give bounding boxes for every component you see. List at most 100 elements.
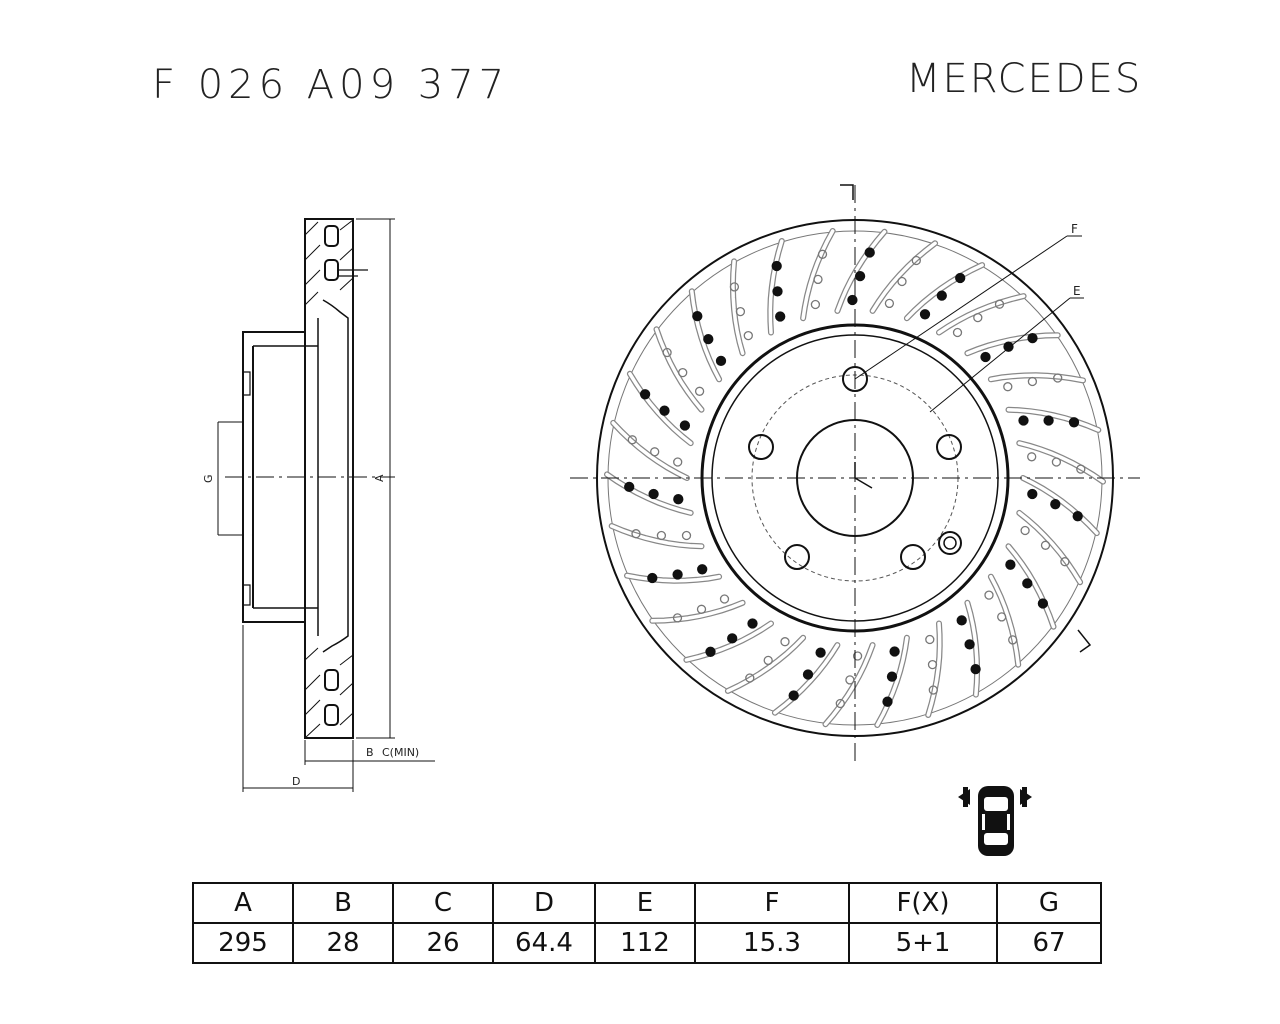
drilled-hole xyxy=(679,420,691,431)
spec-value-cell: 67 xyxy=(996,922,1102,964)
hole-outline xyxy=(845,675,855,685)
hole-outline xyxy=(696,604,707,614)
drilled-hole xyxy=(864,247,875,258)
vane-slot xyxy=(628,372,693,445)
vane-slot xyxy=(989,373,1085,383)
spec-header-cell: G xyxy=(996,882,1102,924)
drilled-hole xyxy=(659,405,670,416)
hole-outline xyxy=(672,613,683,623)
vane-slot xyxy=(724,634,807,694)
vane-slot xyxy=(835,230,887,313)
vane-slot xyxy=(870,241,937,313)
hole-outline xyxy=(1027,452,1037,462)
hole-outline xyxy=(1027,376,1038,387)
hole-outline xyxy=(780,637,790,647)
dimension-lines xyxy=(217,218,435,792)
vane-slot xyxy=(1017,441,1105,484)
spec-header-cell: D xyxy=(492,882,596,924)
spec-header-cell: C xyxy=(392,882,494,924)
drilled-hole xyxy=(956,615,967,626)
drilled-hole xyxy=(1027,488,1038,500)
spec-value-cell: 5+1 xyxy=(848,922,998,964)
hole-outline xyxy=(631,529,641,539)
drilled-hole xyxy=(1018,415,1029,426)
dim-label-g: G xyxy=(202,474,215,483)
hole-outline xyxy=(681,530,692,541)
hole-outline xyxy=(852,651,863,661)
hole-outline xyxy=(928,685,938,695)
vane-slot xyxy=(926,621,942,717)
vane-slot xyxy=(1006,407,1101,432)
hole-outline xyxy=(1076,464,1086,474)
drilled-hole xyxy=(1022,578,1033,589)
dim-label-b: B xyxy=(366,746,374,759)
hole-outline xyxy=(627,435,637,445)
hole-outline xyxy=(1040,540,1051,550)
drilled-hole xyxy=(648,488,659,500)
hole-outline xyxy=(927,659,938,670)
brand-name: MERCEDES xyxy=(906,56,1143,102)
hole-outline xyxy=(884,298,895,309)
vane-slot xyxy=(611,421,689,480)
hole-outline xyxy=(1020,525,1030,536)
drilled-hole xyxy=(1027,332,1038,344)
dim-label-c-min: C(MIN) xyxy=(382,746,419,759)
drilled-hole xyxy=(815,647,826,658)
vane-slot xyxy=(609,524,704,549)
drilled-hole xyxy=(980,351,991,363)
hole-outline xyxy=(817,249,828,259)
part-number: F 026 A09 377 xyxy=(152,62,510,108)
vane-slot xyxy=(1006,544,1056,629)
spec-header-cell: F(X) xyxy=(848,882,998,924)
vane-slot xyxy=(965,601,979,697)
hole-outline xyxy=(984,590,994,600)
spec-value-cell: 26 xyxy=(392,922,494,964)
hole-outline xyxy=(656,530,667,541)
drilled-hole xyxy=(703,333,714,345)
vane-slot xyxy=(800,228,836,322)
vane-slot xyxy=(937,294,1026,335)
vane-slot xyxy=(1016,440,1106,485)
vane-slot xyxy=(823,643,875,726)
vane-slot xyxy=(654,327,704,412)
drilled-hole xyxy=(647,572,658,584)
drilled-hole xyxy=(847,294,858,306)
hole-outline xyxy=(719,594,730,604)
hole-outline xyxy=(650,447,660,457)
drilled-hole xyxy=(919,309,931,320)
hole-outline xyxy=(997,612,1007,622)
spec-header-cell: A xyxy=(192,882,294,924)
drilled-hole xyxy=(1005,559,1016,570)
drilled-hole xyxy=(854,270,866,282)
hole-outline xyxy=(678,367,688,378)
hole-outline xyxy=(743,330,753,341)
drilled-hole xyxy=(692,310,703,322)
vane-slot xyxy=(801,229,835,320)
hole-outline xyxy=(1008,635,1018,645)
disc-side-section xyxy=(242,218,368,739)
hole-outline xyxy=(735,306,746,317)
hole-outline xyxy=(925,634,935,645)
vane-slot xyxy=(731,259,745,355)
drilled-hole xyxy=(639,389,651,400)
vane-slot xyxy=(905,263,984,320)
vane-slot xyxy=(726,636,805,693)
drilled-hole xyxy=(715,355,727,367)
vane-slot xyxy=(684,621,773,662)
drilled-hole xyxy=(673,494,684,505)
spec-value-cell: 15.3 xyxy=(694,922,850,964)
vane-slot xyxy=(768,239,784,335)
drilled-hole xyxy=(882,696,893,707)
vane-slot xyxy=(875,636,909,727)
hole-outline xyxy=(973,312,983,323)
spec-header-cell: F xyxy=(694,882,850,924)
spec-table-value-row: 295 28 26 64.4 112 15.3 5+1 67 xyxy=(192,922,1102,964)
drilled-hole xyxy=(1037,598,1049,609)
hole-outline xyxy=(911,255,921,266)
front-axle-car-icon xyxy=(958,786,1032,856)
drilled-hole xyxy=(936,290,947,301)
vane-slot xyxy=(650,601,745,623)
drilled-hole xyxy=(886,671,898,682)
vane-slot xyxy=(965,333,1060,355)
spec-header-cell: B xyxy=(292,882,394,924)
